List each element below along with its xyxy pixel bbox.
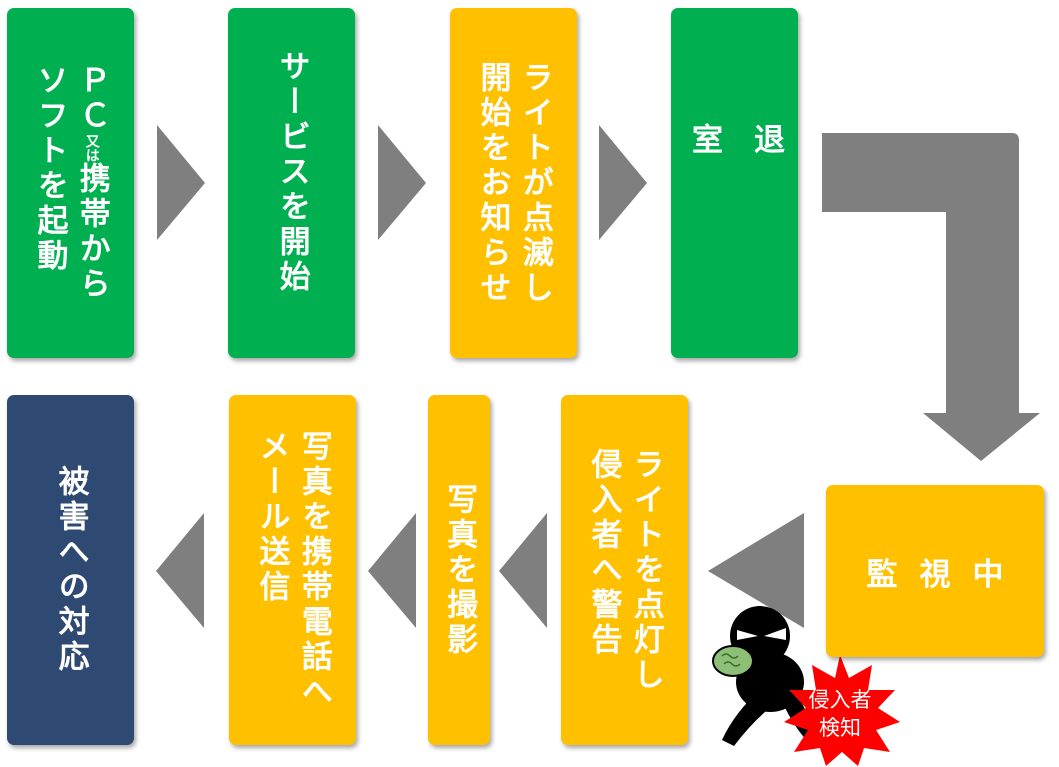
step-send-col2: 写真を携帯電話へ	[295, 430, 332, 710]
step-warn-col2: ライトを点灯し	[627, 447, 664, 693]
step-light-blink-col1: 開始をお知らせ	[474, 60, 511, 306]
step-light-blink: ライトが点滅し 開始をお知らせ	[450, 8, 577, 358]
step-start-pc-col2: ＰＣ又は携帯から	[73, 64, 110, 302]
step-send-col1: メール送信	[253, 430, 290, 605]
step-start-pc-col1: ソフトを起動	[31, 64, 68, 274]
step-monitor: 監視中	[826, 485, 1044, 657]
step-send: 写真を携帯電話へ メール送信	[229, 395, 356, 745]
step-leave-room: 退 室	[671, 8, 798, 358]
intruder-burst-icon	[784, 655, 900, 766]
step-monitor-text: 監視中	[866, 556, 1026, 593]
intruder-icon	[712, 606, 820, 746]
step-respond-text: 被害への対応	[52, 465, 89, 675]
step-warn-col1: 侵入者へ警告	[585, 447, 622, 658]
step-start-pc: ＰＣ又は携帯から ソフトを起動	[7, 8, 134, 358]
arrow-left-1	[708, 513, 804, 628]
step-light-blink-col2: ライトが点滅し	[516, 60, 553, 306]
step-respond: 被害への対応	[7, 395, 134, 745]
step-warn: ライトを点灯し 侵入者へ警告	[561, 395, 688, 745]
arrow-right-3	[599, 125, 647, 240]
step-photo-text: 写真を撮影	[441, 482, 478, 658]
arrow-left-4	[156, 513, 204, 628]
arrow-right-1	[157, 125, 205, 240]
arrow-bend-down	[822, 133, 1040, 461]
intruder-badge-line2: 検知	[819, 716, 861, 740]
intruder-badge-line1: 侵入者	[809, 688, 872, 712]
step-start-service: サービスを開始	[228, 8, 355, 358]
step-leave-room-text: 退 室	[686, 123, 784, 158]
step-start-service-text: サービスを開始	[273, 50, 310, 295]
arrow-left-2	[499, 513, 547, 628]
arrow-left-3	[368, 513, 416, 628]
arrow-right-2	[378, 125, 426, 240]
step-photo: 写真を撮影	[428, 395, 490, 745]
